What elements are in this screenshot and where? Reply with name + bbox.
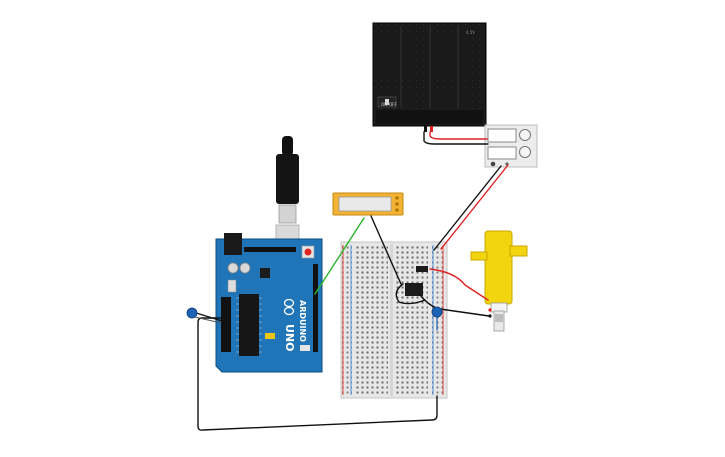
wire-ground-return[interactable]	[197, 317, 438, 431]
wire-signal-green[interactable]	[314, 217, 365, 295]
wire-battery-positive[interactable]	[429, 131, 488, 140]
wire-battery-negative[interactable]	[423, 131, 489, 145]
analog-header[interactable]	[313, 264, 318, 352]
wire-chip-loop[interactable]	[395, 283, 426, 305]
wire-motor-positive[interactable]	[429, 268, 489, 301]
motor-driver-ic[interactable]	[405, 283, 423, 296]
battery-switch-off-label: OFF	[389, 102, 397, 107]
lcd-module[interactable]	[332, 192, 404, 216]
wire-capacitor-lead[interactable]	[192, 311, 223, 322]
battery-pack[interactable]: ON OFF 4.5V	[372, 22, 487, 132]
battery-negative-terminal[interactable]	[424, 126, 427, 132]
power-rail-right[interactable]	[432, 244, 444, 396]
wire-lcd-ground[interactable]	[370, 215, 402, 285]
usb-cable[interactable]	[275, 136, 300, 252]
power-rail-left[interactable]	[342, 244, 352, 396]
wire-switch-to-rail-black[interactable]	[433, 165, 502, 251]
battery-switch[interactable]: ON OFF	[377, 96, 397, 108]
atmega-chip	[239, 294, 259, 356]
battery-spec-label: 4.5V	[466, 30, 475, 35]
arduino-uno-board[interactable]: ARDUINO UNO	[215, 233, 323, 373]
arduino-brand-label: ARDUINO	[298, 300, 307, 342]
ceramic-capacitor-left[interactable]	[186, 307, 222, 324]
power-jack[interactable]	[224, 233, 242, 255]
arduino-model-label: UNO	[283, 324, 296, 352]
switch-module[interactable]	[484, 124, 538, 168]
battery-positive-terminal[interactable]	[430, 126, 433, 132]
switch-terminal-icon[interactable]	[490, 161, 496, 167]
terminal-strip-left[interactable]	[356, 246, 388, 394]
battery-switch-on-label: ON	[381, 102, 387, 107]
digital-header[interactable]	[244, 247, 296, 252]
breadboard[interactable]	[340, 241, 448, 399]
transistor[interactable]	[416, 266, 428, 272]
dc-gear-motor[interactable]	[470, 230, 528, 332]
power-header[interactable]	[221, 297, 231, 352]
wire-switch-to-rail-red[interactable]	[440, 164, 509, 250]
ceramic-capacitor-right[interactable]	[431, 306, 443, 318]
arduino-infinity-icon	[283, 298, 295, 316]
